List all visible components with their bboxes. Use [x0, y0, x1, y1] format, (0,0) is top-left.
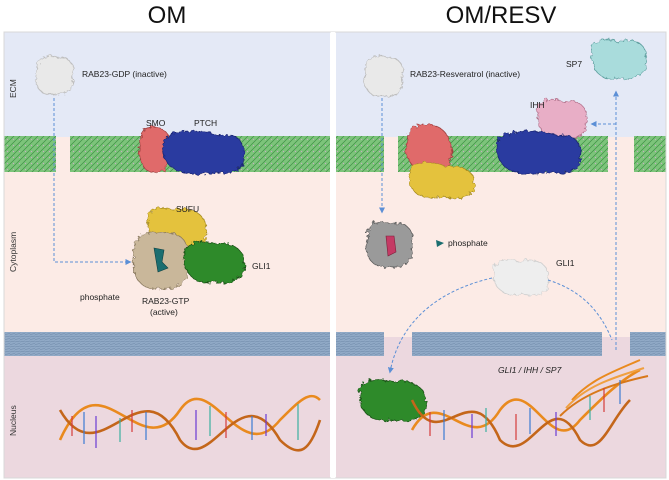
sufu-label: SUFU — [176, 204, 200, 214]
left-nucleus-region — [4, 337, 330, 478]
ecm-label-left: ECM — [8, 79, 18, 98]
left-panel-title: OM — [147, 2, 187, 29]
left-dna-helix — [58, 394, 322, 452]
right-dna-base-pairs — [429, 380, 621, 440]
target-genes-label: GLI1 / IHH / SP7 — [498, 365, 562, 375]
smo-label-left: SMO — [146, 118, 166, 128]
left-smo-protein — [139, 126, 170, 174]
ptch-label-left: PTCH — [194, 118, 218, 128]
rab23-gtp-label-line1: RAB23-GTP — [142, 296, 190, 306]
right-sp7-protein — [591, 38, 647, 80]
right-dna-helix — [410, 359, 649, 448]
right-plasma-membrane-c — [634, 136, 666, 172]
phosphate-label-right: phosphate — [448, 238, 488, 248]
right-sufu-protein — [409, 162, 475, 199]
left-plasma-membrane-a — [4, 136, 56, 172]
gli1-label-right: GLI1 — [556, 258, 575, 268]
rab23-gtp-label-line2: (active) — [150, 307, 178, 317]
gli1-label-left: GLI1 — [252, 261, 271, 271]
right-rab23-resv-protein-top — [363, 55, 404, 98]
left-gtp-ligand — [153, 247, 169, 273]
nucleus-label-left: Nucleus — [8, 405, 18, 436]
left-gli1-protein — [183, 241, 245, 284]
ihh-label: IHH — [530, 100, 545, 110]
right-nuclear-envelope-b — [412, 332, 602, 356]
right-gli1-cytoplasm — [492, 259, 550, 296]
right-gli1-feedback-arrow — [547, 279, 613, 341]
right-plasma-membrane-a — [336, 136, 384, 172]
sp7-label: SP7 — [566, 59, 583, 69]
phosphate-label-left: phosphate — [80, 292, 120, 302]
right-nuclear-envelope-a — [336, 332, 384, 356]
right-ptch-protein — [496, 130, 582, 175]
right-mrna-strands — [559, 359, 649, 417]
left-dna-base-pairs — [71, 404, 299, 448]
rab23-resveratrol-label: RAB23-Resveratrol (inactive) — [410, 69, 521, 79]
rab23-gdp-label: RAB23-GDP (inactive) — [82, 69, 167, 79]
left-ptch-protein — [162, 130, 245, 175]
right-panel-title: OM/RESV — [445, 2, 557, 29]
right-gli1-nucleus — [359, 379, 427, 422]
left-rab23-gdp-protein — [35, 55, 74, 96]
cytoplasm-label-left: Cytoplasm — [8, 231, 18, 272]
right-nuclear-envelope-c — [630, 332, 666, 356]
left-nuclear-envelope — [4, 332, 330, 356]
resveratrol-ligand — [385, 235, 397, 257]
right-phosphate-marker — [436, 240, 444, 247]
